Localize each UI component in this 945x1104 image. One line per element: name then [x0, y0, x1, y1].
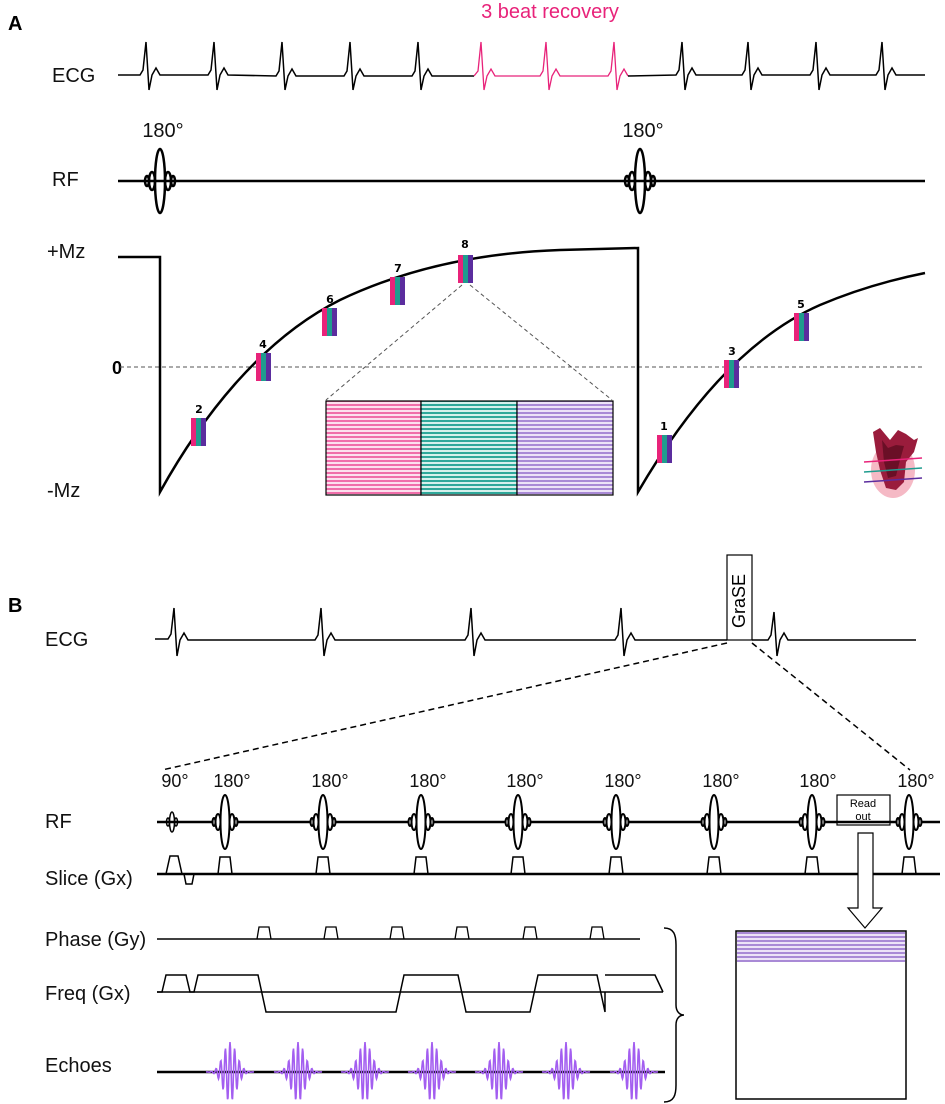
zoom-line-right — [469, 284, 613, 401]
refocus-pulse-4 — [504, 794, 532, 850]
heart-icon — [863, 428, 923, 498]
slice-lobe-2 — [315, 856, 331, 875]
mz-curve-1 — [118, 246, 926, 497]
refocus-angle-6: 180° — [702, 771, 739, 791]
echo-5 — [474, 1041, 524, 1100]
acq-label-1: 1 — [660, 420, 668, 433]
rf-label-a: RF — [52, 169, 79, 191]
rf-trace-a — [118, 147, 925, 215]
ecg-trace-a — [118, 41, 925, 91]
acq-label-8: 8 — [461, 238, 469, 251]
zoom-dash-left — [161, 642, 728, 771]
refocus-pulse-1 — [211, 794, 239, 850]
acq-marker-8: 8 — [458, 238, 473, 283]
phase-blip-4 — [454, 926, 470, 940]
acq-label-4: 4 — [259, 338, 267, 351]
acq-marker-1: 1 — [657, 420, 672, 463]
grase-label: GraSE — [729, 574, 749, 628]
slice-lobe-3 — [413, 856, 429, 875]
phase-label: Phase (Gy) — [45, 929, 146, 951]
phase-blip-2 — [323, 926, 339, 940]
acq-label-3: 3 — [728, 345, 736, 358]
echoes-label: Echoes — [45, 1055, 112, 1077]
slice-lobe-1 — [217, 856, 233, 875]
recovery-label: 3 beat recovery — [481, 1, 619, 23]
acq-label-7: 7 — [394, 262, 402, 275]
grase-block: GraSE — [726, 554, 753, 641]
echo-3 — [340, 1041, 390, 1100]
slice-lobe-4 — [510, 856, 526, 875]
readout-label-2: out — [855, 811, 870, 823]
brace — [663, 927, 685, 1103]
echo-1 — [205, 1041, 255, 1100]
ecg-label-a: ECG — [52, 65, 95, 87]
slice-label: Slice (Gx) — [45, 868, 133, 890]
acq-marker-2: 2 — [191, 403, 206, 446]
zero-label: 0 — [112, 358, 122, 378]
flip-angle-1: 180° — [142, 120, 183, 142]
panel-b-label: B — [8, 595, 22, 617]
phase-blip-1 — [256, 926, 272, 940]
mz-pos-label: +Mz — [47, 241, 85, 263]
refocus-angle-2: 180° — [311, 771, 348, 791]
refocus-angle-7: 180° — [799, 771, 836, 791]
acq-label-6: 6 — [326, 293, 334, 306]
acq-marker-3: 3 — [724, 345, 739, 388]
panel-a-label: A — [8, 13, 22, 35]
readout-box: Read out — [836, 794, 891, 826]
slice-lobe-7 — [804, 856, 820, 875]
slice-lobe-8 — [901, 856, 917, 875]
refocus-angle-1: 180° — [213, 771, 250, 791]
down-arrow-icon — [846, 832, 884, 929]
acq-marker-5: 5 — [794, 298, 809, 341]
freq-gradient — [157, 974, 664, 1013]
refocus-pulse-5 — [602, 794, 630, 850]
echo-2 — [273, 1041, 323, 1100]
phase-blip-5 — [522, 926, 538, 940]
rf-label-b: RF — [45, 811, 72, 833]
echo-signals — [205, 1041, 659, 1100]
kspace-box — [735, 930, 907, 1100]
echo-6 — [541, 1041, 591, 1100]
refocus-pulse-7 — [798, 794, 826, 850]
refocus-angle-8: 180° — [897, 771, 934, 791]
refocus-pulses — [211, 794, 923, 850]
phase-blips — [256, 926, 605, 940]
slice-lobe-6 — [706, 856, 722, 875]
zoom-line-left — [325, 284, 463, 401]
zoom-dash-right — [751, 642, 911, 771]
acq-label-5: 5 — [797, 298, 805, 311]
acq-marker-4: 4 — [256, 338, 271, 381]
excitation-angle: 90° — [161, 771, 188, 791]
readout-label-1: Read — [850, 798, 876, 810]
refocus-pulse-2 — [309, 794, 337, 850]
echo-4 — [407, 1041, 457, 1100]
refocus-angle-4: 180° — [506, 771, 543, 791]
ecg-label-b: ECG — [45, 629, 88, 651]
acq-marker-7: 7 — [390, 262, 405, 305]
flip-angle-2: 180° — [622, 120, 663, 142]
slice-lobes — [165, 855, 917, 885]
refocus-pulse-8 — [895, 794, 923, 850]
phase-blip-3 — [389, 926, 405, 940]
refocus-angle-5: 180° — [604, 771, 641, 791]
refocus-pulse-6 — [700, 794, 728, 850]
slice-lobe-5 — [608, 856, 624, 875]
refocus-pulse-3 — [407, 794, 435, 850]
kspace-segments — [325, 400, 614, 496]
acq-marker-6: 6 — [322, 293, 337, 336]
ecg-trace-b — [155, 607, 916, 657]
acq-label-2: 2 — [195, 403, 203, 416]
refocus-angle-3: 180° — [409, 771, 446, 791]
freq-label: Freq (Gx) — [45, 983, 131, 1005]
phase-blip-6 — [589, 926, 605, 940]
acquisition-markers: 2 4 6 7 8 1 3 5 — [191, 238, 809, 463]
slice-lobe-excite — [165, 855, 195, 885]
mz-neg-label: -Mz — [47, 480, 80, 502]
echo-7 — [609, 1041, 659, 1100]
